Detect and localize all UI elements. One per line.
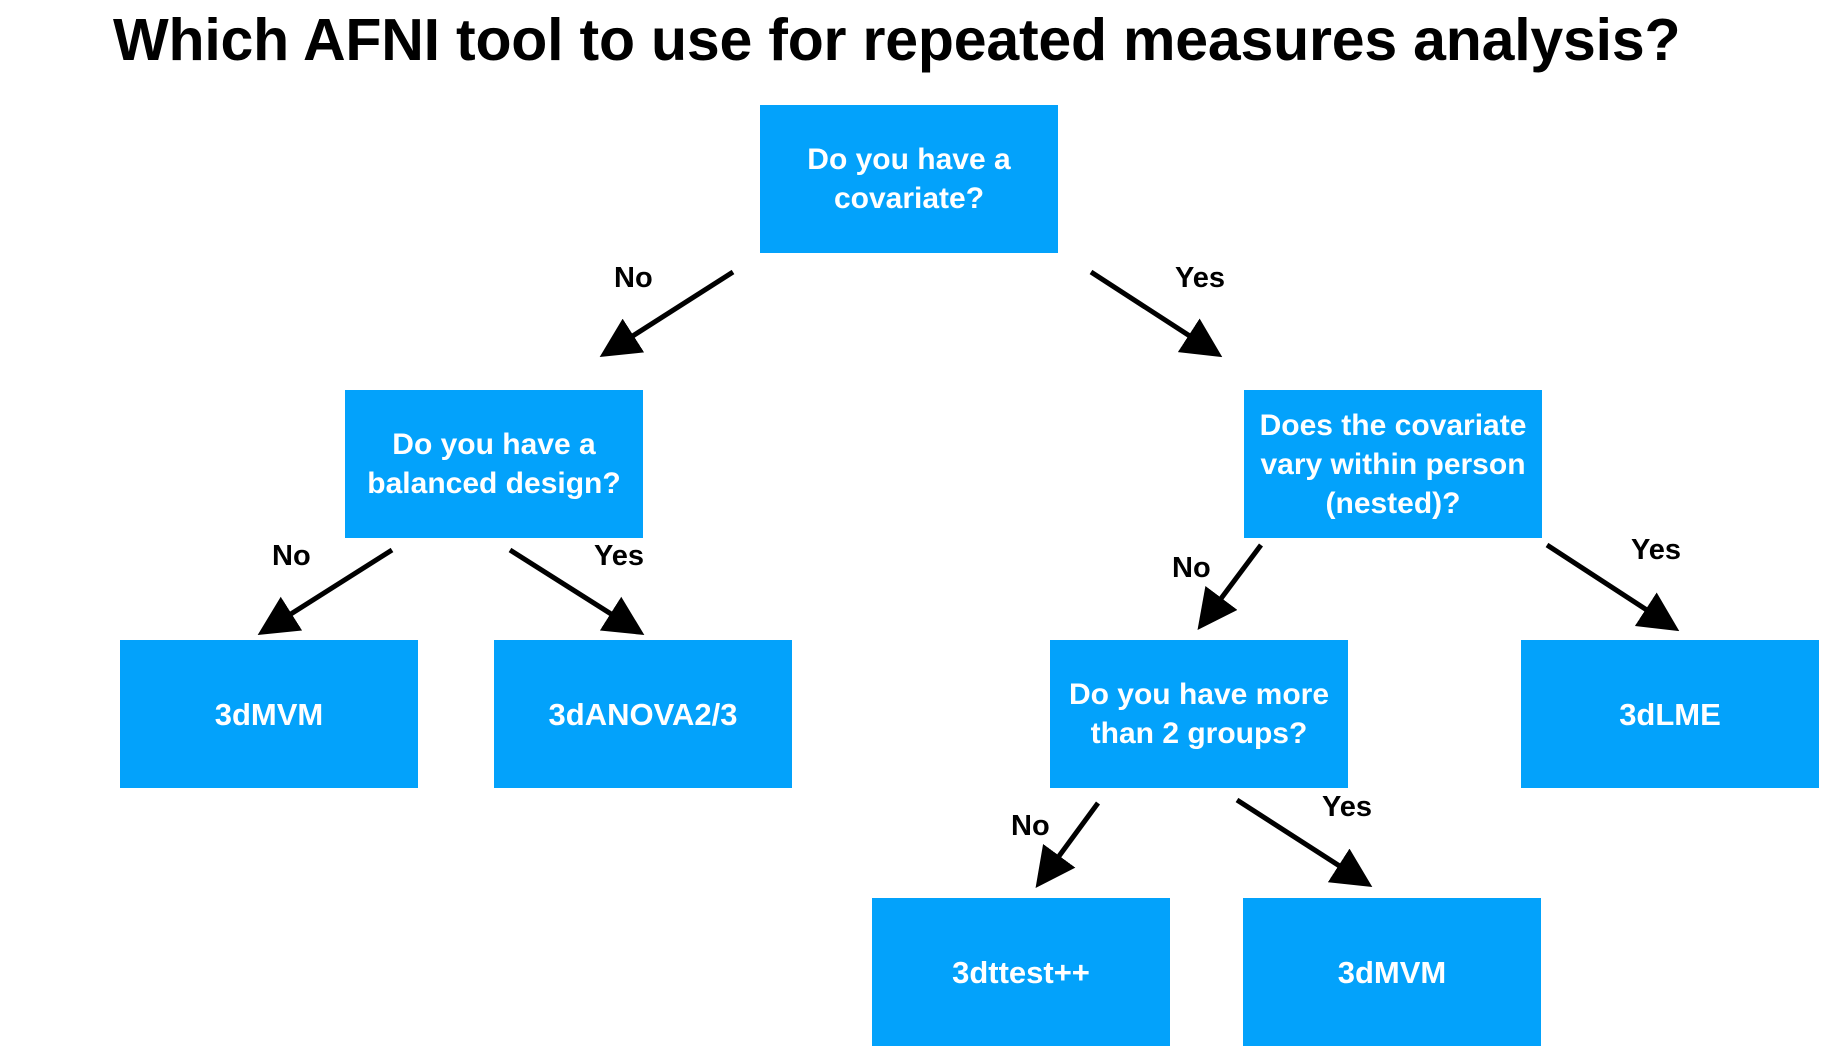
edge-label-covariate-no: No [614, 262, 653, 294]
arrow-nested-yes [1545, 542, 1680, 632]
edge-label-covariate-yes: Yes [1175, 262, 1225, 294]
edge-label-nested-yes: Yes [1631, 534, 1681, 566]
arrow-groups-yes [1235, 797, 1373, 888]
arrow-nested-no [1197, 543, 1264, 631]
edge-label-balanced-yes: Yes [594, 540, 644, 572]
node-3dmvm-left: 3dMVM [120, 640, 418, 788]
arrow-covariate-no [599, 269, 735, 358]
node-3dmvm-right: 3dMVM [1243, 898, 1541, 1046]
node-3dttest: 3dttest++ [872, 898, 1170, 1046]
arrow-groups-no [1035, 801, 1101, 889]
edge-label-groups-no: No [1011, 810, 1050, 842]
node-more-groups: Do you have more than 2 groups? [1050, 640, 1348, 788]
edge-label-groups-yes: Yes [1322, 791, 1372, 823]
edge-label-balanced-no: No [272, 540, 311, 572]
diagram-title: Which AFNI tool to use for repeated meas… [113, 7, 1681, 73]
edge-label-nested-no: No [1172, 552, 1211, 584]
arrow-balanced-yes [508, 547, 645, 636]
node-balanced-design: Do you have a balanced design? [345, 390, 643, 538]
node-covariate: Do you have a covariate? [760, 105, 1058, 253]
arrow-balanced-no [257, 547, 394, 636]
node-3dlme: 3dLME [1521, 640, 1819, 788]
arrow-covariate-yes [1089, 269, 1223, 358]
node-3danova: 3dANOVA2/3 [494, 640, 792, 788]
node-covariate-nested: Does the covariate vary within person (n… [1244, 390, 1542, 538]
